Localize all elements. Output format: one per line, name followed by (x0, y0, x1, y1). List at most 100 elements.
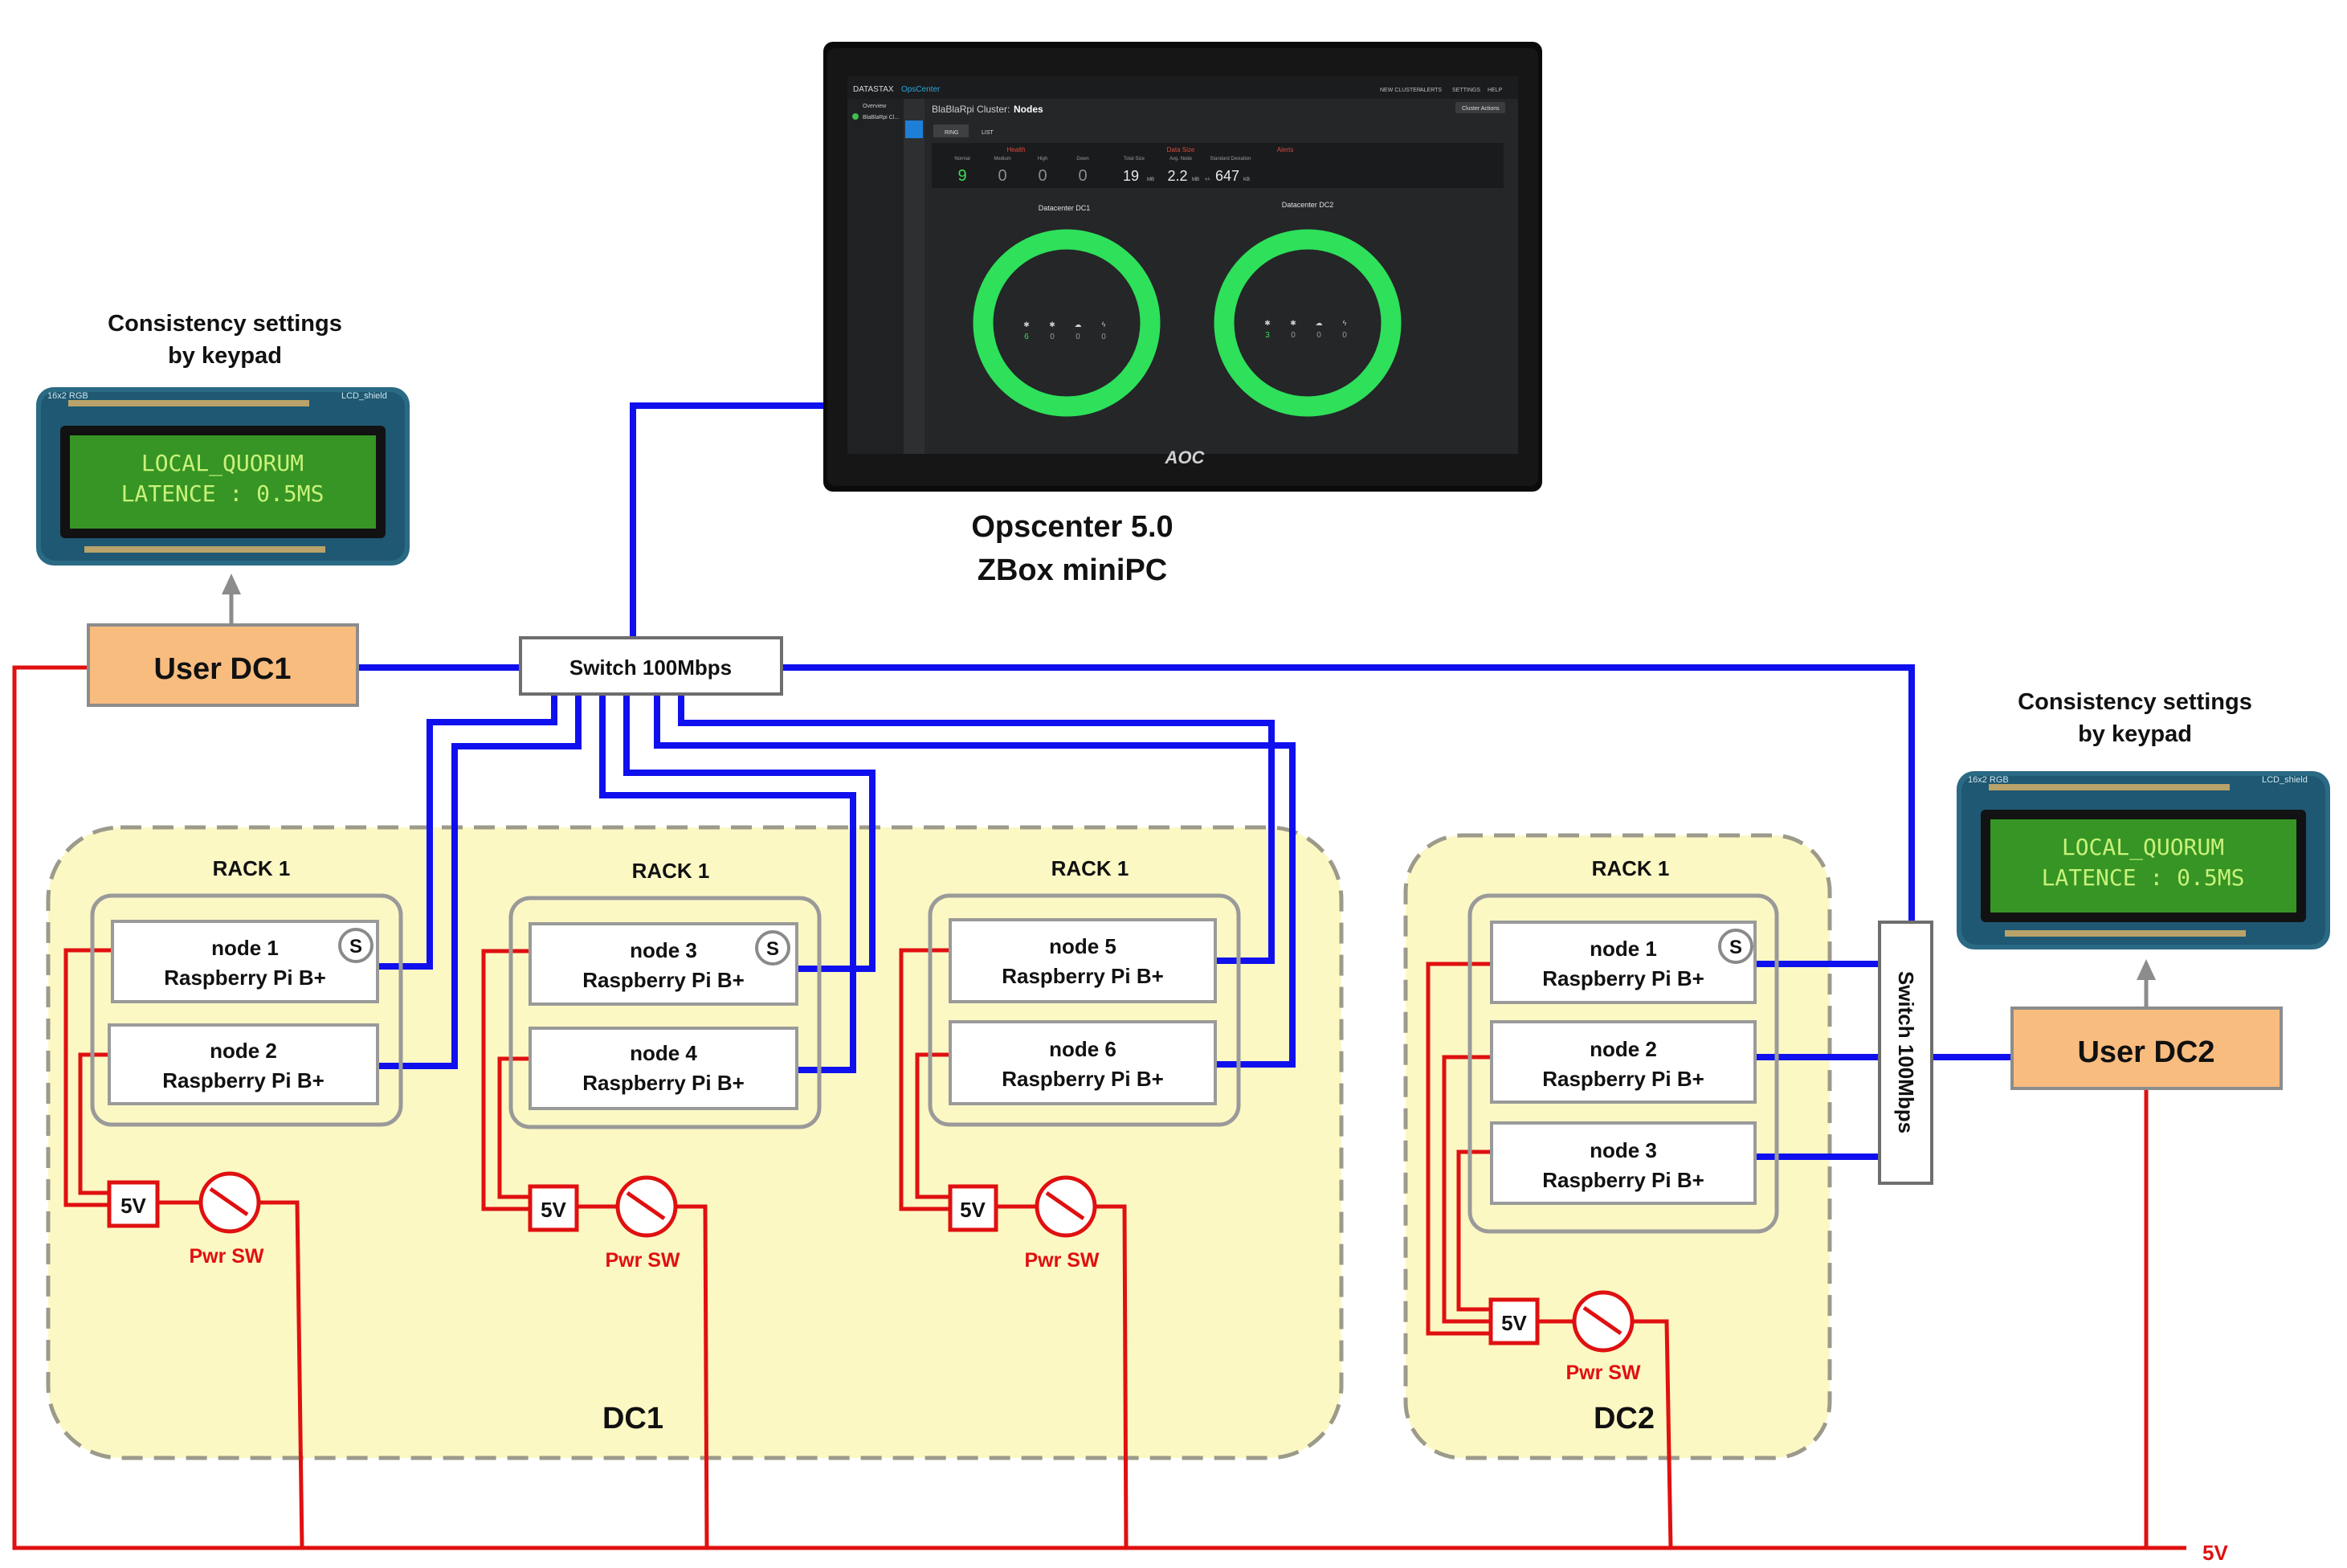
ops-top-link[interactable]: NEW CLUSTER (1380, 88, 1421, 93)
opscenter-monitor: DATASTAX OpsCenter NEW CLUSTER ALERTS SE… (823, 42, 1542, 492)
dc1-rack-c (928, 893, 1241, 1127)
main-switch: Switch 100Mbps (519, 636, 783, 696)
node-box: node 2 Raspberry Pi B+ (108, 1023, 379, 1105)
ops-col-label: Medium (994, 157, 1010, 161)
ops-std-dev: 647 (1215, 168, 1239, 184)
lcd-dc2-board-label-left: 16x2 RGB (1968, 775, 2009, 785)
power-unit: 5V Pwr SW (948, 1175, 1100, 1272)
dc2-rack (1467, 893, 1779, 1234)
lcd-dc1-line2: LATENCE : 0.5MS (121, 480, 324, 507)
ops-col-label: Total Size (1124, 157, 1145, 161)
power-switch-label: Pwr SW (605, 1249, 680, 1272)
dc1-ring[interactable] (973, 229, 1161, 417)
high-status-icon: ☁ (1316, 319, 1323, 327)
seed-badge (755, 930, 790, 966)
normal-status-icon: ✱ (1264, 319, 1271, 327)
dc2-label: DC2 (1594, 1402, 1655, 1435)
ops-health-down: 0 (1078, 167, 1087, 185)
node-box: node 6 Raspberry Pi B+ (949, 1020, 1217, 1105)
dc1-rack-a (90, 893, 403, 1127)
power-unit: 5V Pwr SW (107, 1171, 264, 1268)
dc2-rack-title: RACK 1 (1592, 856, 1670, 880)
ops-top-link[interactable]: HELP (1488, 88, 1503, 93)
dc2-count-medium: 0 (1291, 331, 1296, 340)
network-wiring (357, 402, 2012, 1160)
node-name: node 3 (630, 938, 697, 962)
ops-col-label: Normal (954, 157, 969, 161)
node-box: node 1 Raspberry Pi B+ S (111, 920, 379, 1003)
ops-brand: DATASTAX (853, 85, 894, 94)
node-hardware: Raspberry Pi B+ (162, 1068, 324, 1092)
lcd-dc1-title-line2: by keypad (168, 343, 282, 369)
ops-col-label: Down (1076, 157, 1088, 161)
node-box: node 5 Raspberry Pi B+ (949, 918, 1217, 1003)
tab-list[interactable]: LIST (982, 130, 994, 136)
node-name: node 3 (1590, 1138, 1657, 1162)
tab-ring[interactable] (933, 125, 969, 137)
dc1-count-medium: 0 (1050, 333, 1055, 341)
lcd-dc1-board-label-left: 16x2 RGB (47, 391, 88, 401)
ops-page-title: Nodes (1014, 104, 1043, 115)
node-hardware: Raspberry Pi B+ (1542, 1168, 1704, 1192)
node-hardware: Raspberry Pi B+ (582, 968, 745, 992)
nodes-nav-icon[interactable] (905, 120, 923, 138)
cluster-actions-button[interactable] (1455, 102, 1505, 113)
lcd-dc1-title-line1: Consistency settings (108, 311, 342, 337)
node-name: node 2 (1590, 1037, 1657, 1061)
tab-ring-label: RING (945, 130, 959, 136)
node-hardware: Raspberry Pi B+ (1542, 966, 1704, 990)
psu-label: 5V (1501, 1311, 1527, 1335)
seed-badge-label: S (349, 936, 362, 958)
ops-total-size-unit: MB (1147, 178, 1154, 182)
seed-badge (338, 928, 373, 963)
seed-badge-label: S (1729, 937, 1742, 958)
user-dc2-label: User DC2 (2077, 1035, 2214, 1069)
ops-health-normal: 9 (957, 167, 966, 185)
opscenter-caption-line1: Opscenter 5.0 (971, 510, 1173, 544)
lcd-dc1-board-label-right: LCD_shield (341, 391, 387, 401)
node-name: node 4 (630, 1041, 697, 1065)
node-hardware: Raspberry Pi B+ (1002, 1067, 1164, 1091)
node-box: node 3 Raspberry Pi B+ (1490, 1121, 1757, 1205)
ops-section-alerts: Alerts (1277, 146, 1293, 153)
medium-status-icon: ✱ (1290, 319, 1296, 327)
dc2-count-high: 0 (1316, 331, 1321, 340)
ops-std-prefix: +/- (1205, 178, 1210, 182)
ops-nav-cluster[interactable]: BlaBlaRpi Cl... (863, 115, 899, 120)
lcd-dc2-line1: LOCAL_QUORUM (2062, 834, 2224, 861)
ops-dc1-title: Datacenter DC1 (1039, 204, 1091, 212)
node-hardware: Raspberry Pi B+ (582, 1071, 745, 1095)
power-switch-label: Pwr SW (189, 1245, 263, 1268)
ops-nav-overview[interactable]: Overview (863, 104, 887, 109)
user-dc1-label: User DC1 (153, 652, 291, 686)
dc2-ring[interactable] (1214, 229, 1402, 417)
lcd-dc2-board-label-right: LCD_shield (2262, 775, 2308, 785)
dc2-switch: Switch 100Mbps (1878, 921, 1933, 1185)
user-dc2: User DC2 (2010, 1007, 2283, 1090)
ops-top-link[interactable]: ALERTS (1420, 88, 1442, 93)
node-box: node 3 Raspberry Pi B+ S (529, 922, 798, 1006)
high-status-icon: ☁ (1075, 321, 1082, 329)
lcd-dc2-title-line2: by keypad (2078, 721, 2192, 747)
ops-top-link[interactable]: SETTINGS (1452, 88, 1480, 93)
normal-status-icon: ✱ (1023, 321, 1030, 329)
cluster-status-icon (852, 113, 859, 120)
node-hardware: Raspberry Pi B+ (164, 966, 326, 990)
lcd-dc2-title-line1: Consistency settings (2018, 689, 2252, 715)
lcd-dc1: LOCAL_QUORUM LATENCE : 0.5MS 16x2 RGB LC… (36, 387, 410, 566)
node-box: node 1 Raspberry Pi B+ S (1490, 921, 1757, 1004)
node-name: node 1 (1590, 937, 1657, 961)
ops-col-label: Standard Deviation (1210, 157, 1251, 161)
dc1-rack-b-title: RACK 1 (632, 859, 710, 883)
node-name: node 1 (211, 936, 279, 960)
medium-status-icon: ✱ (1049, 321, 1055, 329)
seed-badge-label: S (766, 938, 779, 960)
dc1-count-high: 0 (1076, 333, 1080, 341)
ops-health-high: 0 (1038, 167, 1047, 185)
lcd-dc2: LOCAL_QUORUM LATENCE : 0.5MS 16x2 RGB LC… (1957, 771, 2330, 949)
ops-col-label: High (1038, 157, 1047, 161)
node-name: node 2 (210, 1039, 277, 1063)
ops-product: OpsCenter (901, 85, 941, 94)
node-name: node 6 (1049, 1037, 1116, 1061)
